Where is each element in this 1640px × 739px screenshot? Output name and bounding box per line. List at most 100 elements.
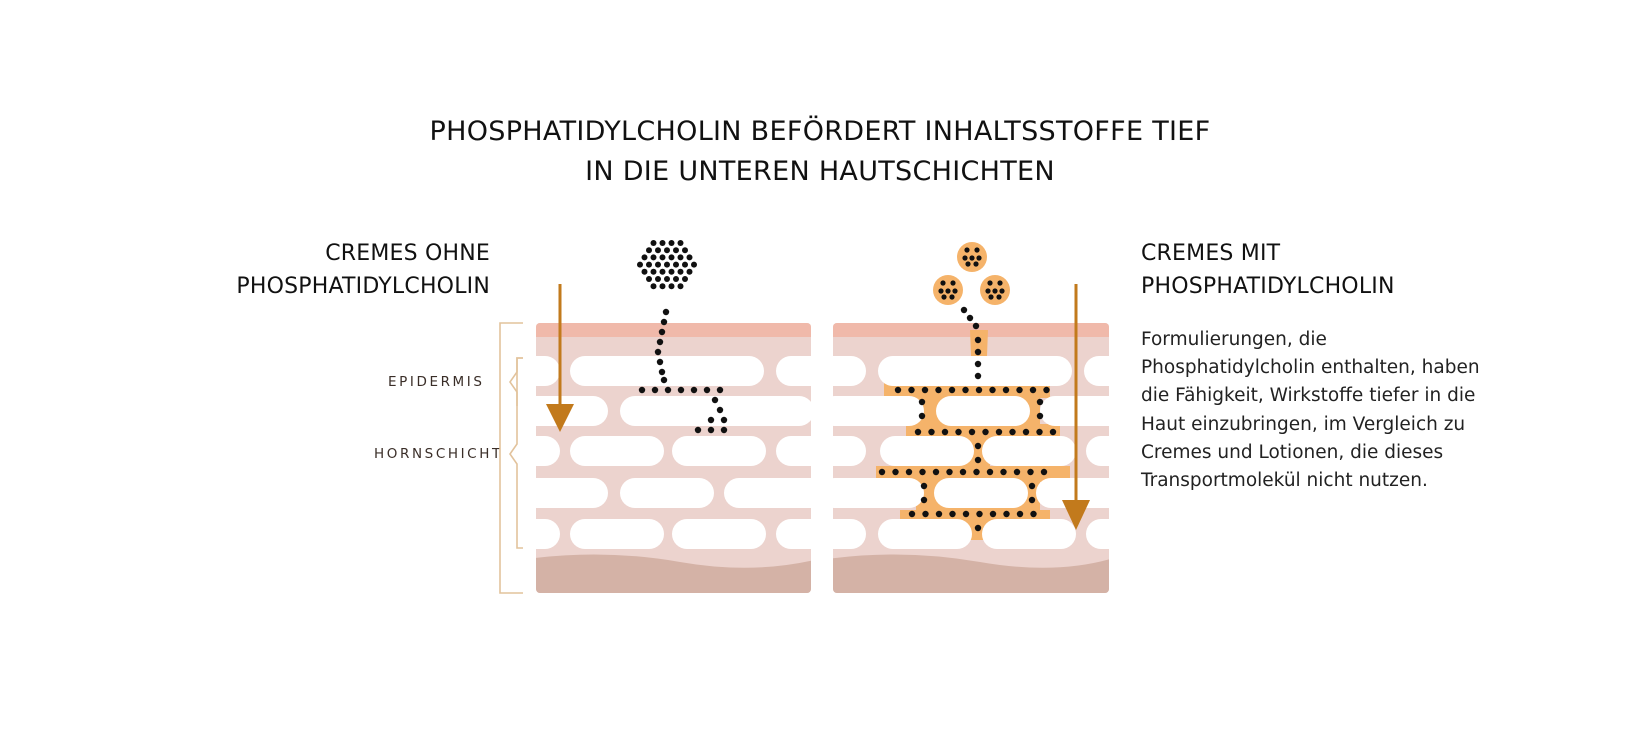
molecule-dot (974, 247, 980, 253)
right-heading-line-2: PHOSPHATIDYLCHOLIN (1141, 274, 1395, 299)
molecule-dot (673, 247, 679, 254)
molecule-dot (989, 386, 996, 394)
molecule-dot (974, 372, 982, 380)
molecule-dot (660, 376, 668, 384)
skin-bottom-layer (833, 554, 1109, 593)
molecule-dot (650, 254, 657, 261)
molecule-dot (650, 240, 657, 246)
molecule-dot (1036, 412, 1044, 420)
molecule-dot (976, 510, 983, 518)
molecule-dot (992, 288, 998, 294)
molecule-dot (894, 386, 902, 394)
molecule-dot (1028, 482, 1036, 490)
molecule-dot (654, 348, 662, 356)
molecule-dot (969, 255, 975, 261)
molecule-dot (668, 240, 675, 246)
arrow-head (1062, 500, 1090, 530)
molecule-dot (976, 255, 982, 261)
molecule-dot (974, 336, 982, 344)
molecule-dot (1016, 386, 1023, 394)
molecule-dot (1030, 510, 1037, 518)
molecule-dot (656, 358, 664, 366)
molecule-dot (1000, 468, 1007, 476)
molecule-dot (1027, 468, 1034, 476)
molecule-dot (646, 247, 652, 254)
molecule-dot (1040, 468, 1048, 476)
molecule-dot (703, 386, 711, 394)
molecule-dot (966, 314, 974, 322)
molecule-dot (668, 283, 675, 290)
skin-top-layer (536, 323, 811, 337)
molecule-dot (658, 368, 666, 376)
molecule-dot (659, 268, 666, 275)
molecule-dot (673, 276, 679, 282)
molecule-dot (935, 386, 942, 394)
molecule-dot (950, 280, 956, 286)
molecule-dot (974, 524, 982, 532)
molecule-dot (949, 510, 956, 518)
molecule-dot (691, 261, 697, 268)
molecule-dot (641, 268, 648, 275)
molecule-dot (918, 412, 926, 420)
molecule-dot (686, 254, 693, 261)
molecule-dot (952, 288, 958, 294)
molecule-dot (962, 255, 968, 261)
molecule-dot (646, 276, 652, 282)
left-heading-line-1: CREMES OHNE (325, 241, 490, 266)
molecule-cluster (637, 240, 697, 290)
molecule-dot (988, 294, 994, 300)
molecule-dot (659, 254, 666, 261)
molecule-dot (932, 468, 940, 476)
outer-bracket (499, 322, 523, 594)
molecule-dot (974, 442, 982, 450)
molecule-dot (658, 328, 666, 336)
molecule-dot (655, 276, 661, 282)
molecule-dot (664, 386, 672, 394)
arrow-right (1062, 284, 1090, 530)
molecule-dot (999, 288, 1005, 294)
molecule-dot (660, 318, 668, 326)
molecule-dot (664, 276, 670, 282)
molecule-dot (975, 386, 983, 394)
molecule-dot (1002, 386, 1010, 394)
molecule-dot (641, 254, 648, 261)
molecule-dot (720, 426, 728, 434)
molecule-dot (985, 288, 991, 294)
molecule-dot (686, 268, 693, 275)
molecule-dot (650, 268, 657, 275)
molecule-dot (996, 294, 1002, 300)
molecule-dot (941, 294, 947, 300)
molecule-dot (655, 247, 661, 254)
molecule-dot (655, 261, 661, 268)
molecule-dot (1022, 428, 1030, 436)
molecule-path-right (878, 306, 1057, 532)
molecule-dot (656, 338, 664, 346)
molecule-dot (986, 468, 994, 476)
molecule-dot (973, 261, 979, 267)
molecule-dot (964, 247, 970, 253)
molecule-dot (919, 468, 926, 476)
molecule-dot (677, 268, 684, 275)
molecule-dot (892, 468, 899, 476)
molecule-dot (1049, 428, 1057, 436)
molecule-dot (940, 280, 946, 286)
molecule-dot (668, 254, 675, 261)
molecule-dot (946, 468, 953, 476)
molecule-dot (920, 496, 928, 504)
molecule-dot (973, 468, 980, 476)
molecule-dot (677, 283, 684, 290)
molecule-dot (1036, 428, 1043, 436)
molecule-dot (995, 428, 1003, 436)
molecule-dot (921, 386, 929, 394)
molecule-dot (989, 510, 997, 518)
molecule-dot (659, 283, 666, 290)
molecule-dot (707, 426, 715, 434)
arrow-left (546, 284, 574, 432)
molecule-path-left (638, 308, 728, 434)
molecule-dot (928, 428, 935, 436)
molecule-dot (662, 308, 670, 316)
molecule-dot (908, 510, 916, 518)
molecule-dot (707, 416, 715, 424)
molecule-dot (974, 360, 982, 368)
page-title: PHOSPHATIDYLCHOLIN BEFÖRDERT INHALTSSTOF… (0, 112, 1640, 192)
